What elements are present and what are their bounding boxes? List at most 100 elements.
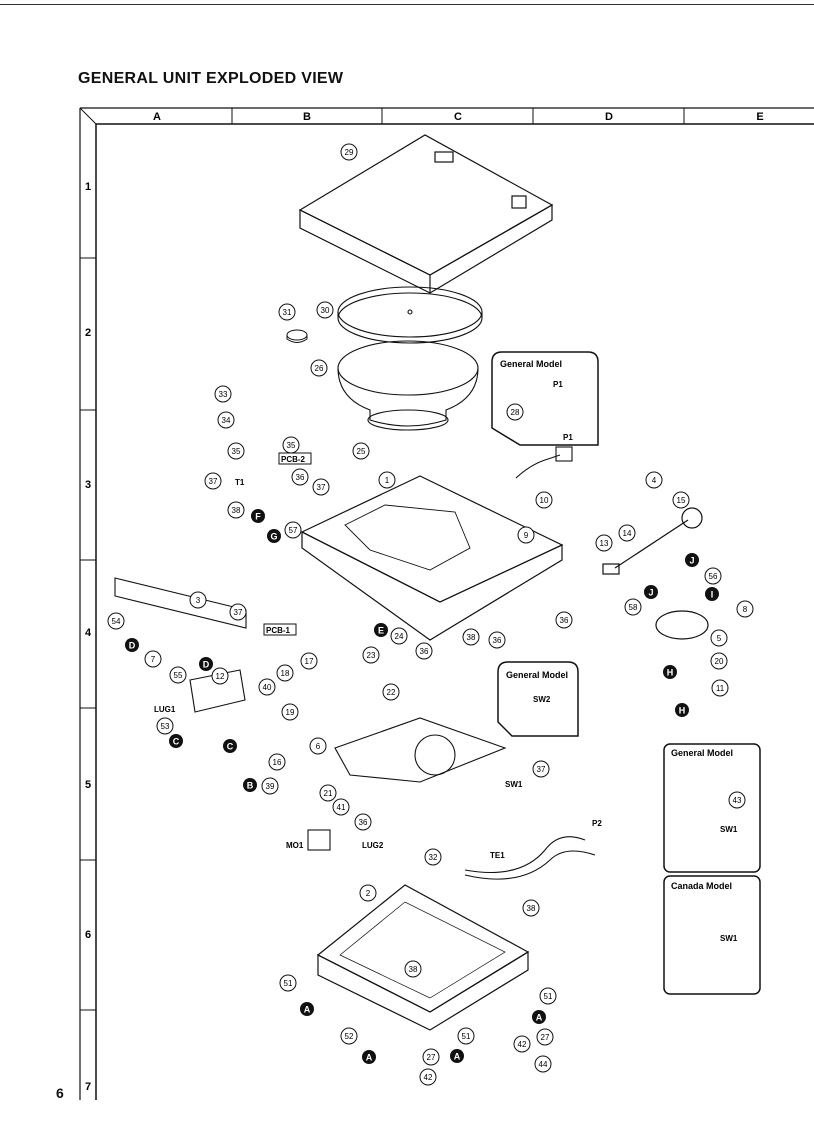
part-45-adapter	[286, 329, 308, 343]
part-callout: 38	[522, 899, 540, 917]
top-rule	[0, 0, 814, 5]
svg-text:7: 7	[151, 655, 156, 664]
svg-text:54: 54	[112, 617, 121, 626]
label-lug2: LUG2	[362, 841, 384, 850]
svg-text:37: 37	[209, 477, 218, 486]
svg-text:37: 37	[317, 483, 326, 492]
part-callout: 32	[424, 848, 442, 866]
svg-text:35: 35	[287, 441, 296, 450]
column-label: B	[303, 111, 311, 123]
letter-marker: C	[169, 734, 183, 748]
part-callout: 42	[513, 1035, 531, 1053]
svg-text:34: 34	[222, 416, 231, 425]
label-pcb-2: PCB-2	[281, 455, 306, 464]
svg-text:37: 37	[537, 765, 546, 774]
letter-marker: A	[362, 1050, 376, 1064]
inset-frames	[491, 351, 761, 995]
svg-text:27: 27	[541, 1033, 550, 1042]
part-callout: 30	[316, 301, 334, 319]
svg-text:38: 38	[527, 904, 536, 913]
svg-text:D: D	[203, 660, 210, 670]
svg-text:11: 11	[716, 684, 725, 693]
svg-text:53: 53	[161, 722, 170, 731]
svg-text:36: 36	[296, 473, 305, 482]
part-callout: 53	[156, 717, 174, 735]
part-callout: 38	[227, 501, 245, 519]
svg-text:4: 4	[652, 476, 657, 485]
part-callout: 38	[462, 628, 480, 646]
svg-text:30: 30	[321, 306, 330, 315]
part-dust-cover	[298, 134, 554, 294]
part-callout: 31	[278, 303, 296, 321]
part-callout: 27	[422, 1048, 440, 1066]
part-callout: 37	[532, 760, 550, 778]
row-label: 3	[85, 479, 91, 491]
page-title: GENERAL UNIT EXPLODED VIEW	[78, 70, 344, 87]
svg-text:43: 43	[733, 796, 742, 805]
label-lug1: LUG1	[154, 705, 176, 714]
part-callout: 29	[340, 143, 358, 161]
part-callout: 17	[300, 652, 318, 670]
svg-text:H: H	[679, 706, 686, 716]
part-callout: 18	[276, 664, 294, 682]
letter-marker: J	[644, 585, 658, 599]
svg-text:37: 37	[234, 608, 243, 617]
svg-text:18: 18	[281, 669, 290, 678]
svg-text:1: 1	[385, 476, 390, 485]
svg-text:39: 39	[266, 782, 275, 791]
part-callout: 10	[535, 491, 553, 509]
part-callout: 2	[359, 884, 377, 902]
label-p1: P1	[563, 433, 573, 442]
svg-text:25: 25	[357, 447, 366, 456]
svg-text:C: C	[173, 737, 180, 747]
part-callout: 36	[488, 631, 506, 649]
svg-text:16: 16	[273, 758, 282, 767]
svg-text:19: 19	[286, 708, 295, 717]
part-callout: 40	[258, 678, 276, 696]
svg-text:41: 41	[337, 803, 346, 812]
svg-text:6: 6	[316, 742, 321, 751]
part-callout: 13	[595, 534, 613, 552]
part-platter	[337, 340, 479, 431]
inset-title-general-sw2: General Model	[506, 670, 568, 680]
part-callout: 35	[282, 436, 300, 454]
inset-titles: General Model General Model General Mode…	[500, 359, 733, 891]
svg-text:28: 28	[511, 408, 520, 417]
part-callout: 55	[169, 666, 187, 684]
letter-marker: A	[450, 1049, 464, 1063]
label-p2: P2	[592, 819, 602, 828]
svg-text:40: 40	[263, 683, 272, 692]
part-callout: 38	[404, 960, 422, 978]
svg-text:14: 14	[623, 529, 632, 538]
part-callout: 41	[332, 798, 350, 816]
svg-text:F: F	[255, 512, 261, 522]
part-callout: 58	[624, 598, 642, 616]
part-callout: 36	[291, 468, 309, 486]
label-sw1-general: SW1	[720, 825, 738, 834]
svg-text:27: 27	[427, 1053, 436, 1062]
part-output-cable	[464, 836, 596, 880]
svg-text:55: 55	[174, 671, 183, 680]
label-sw1-canada: SW1	[720, 934, 738, 943]
part-callout: 56	[704, 567, 722, 585]
label-p1-inset: P1	[553, 380, 563, 389]
svg-text:D: D	[129, 641, 136, 651]
svg-text:5: 5	[717, 634, 722, 643]
svg-text:A: A	[454, 1052, 461, 1062]
part-callout: 19	[281, 703, 299, 721]
part-callout: 43	[728, 791, 746, 809]
part-callout: 37	[312, 478, 330, 496]
row-label: 5	[85, 779, 91, 791]
part-chassis-plate	[334, 717, 507, 783]
part-callout: 51	[279, 974, 297, 992]
svg-text:44: 44	[539, 1060, 548, 1069]
part-callout: 25	[352, 442, 370, 460]
part-callout: 23	[362, 646, 380, 664]
part-callout: 26	[310, 359, 328, 377]
part-callout: 44	[534, 1055, 552, 1073]
svg-text:38: 38	[409, 965, 418, 974]
svg-text:13: 13	[600, 539, 609, 548]
part-callout: 7	[144, 650, 162, 668]
letter-marker: J	[685, 553, 699, 567]
